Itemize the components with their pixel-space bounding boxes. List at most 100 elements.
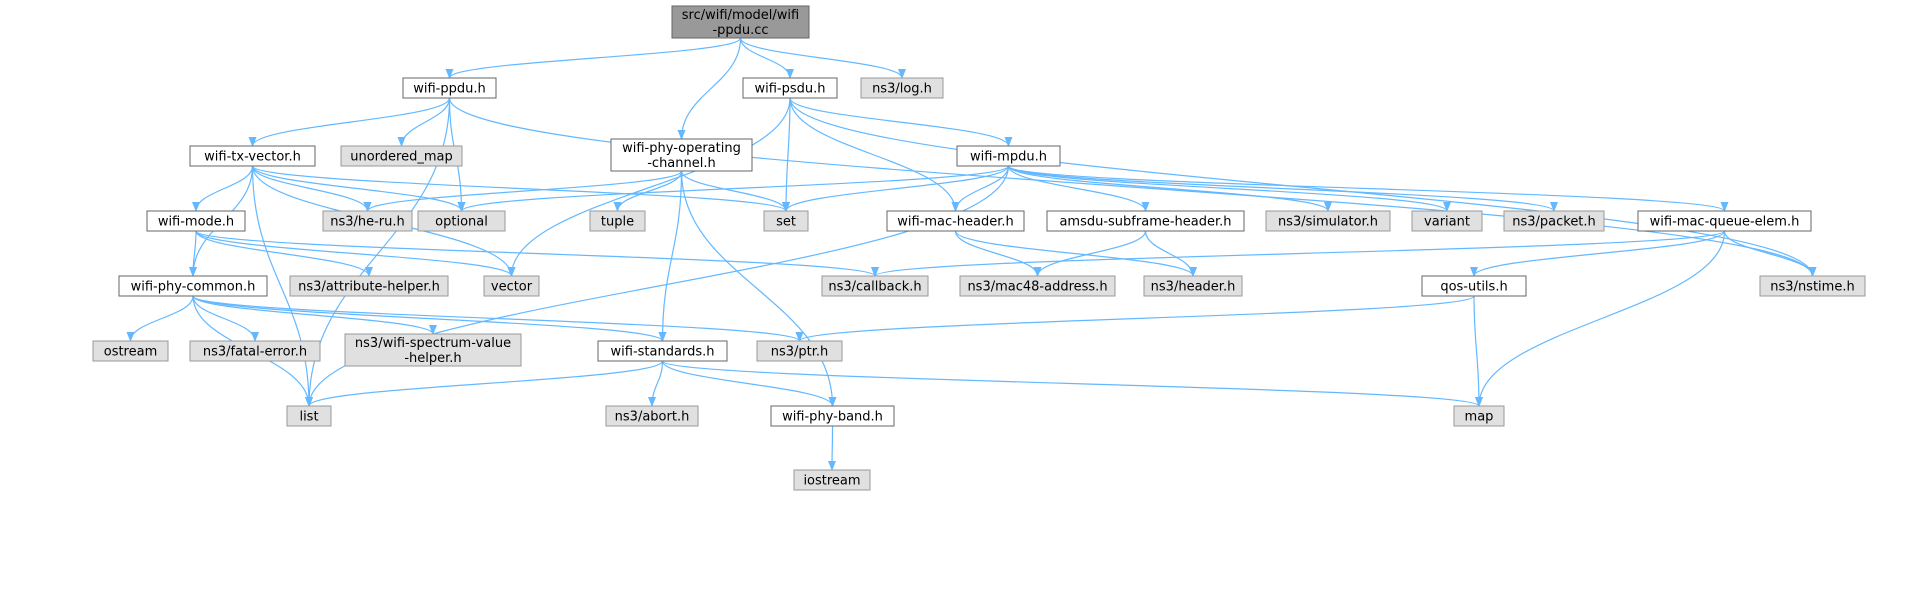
node-ns3-ptr-h: ns3/ptr.h bbox=[756, 340, 843, 362]
node-box bbox=[1759, 275, 1866, 297]
node-box bbox=[597, 340, 728, 362]
edge-wifi-phy-common-h-to-ostream bbox=[126, 295, 194, 342]
node-qos-utils-h[interactable]: qos-utils.h bbox=[1421, 275, 1527, 297]
edge-wifi-psdu-h-to-set bbox=[782, 97, 791, 212]
node-label: wifi-phy-band.h bbox=[782, 410, 883, 425]
edge-amsdu-subframe-header-h-to-ns3-header-h bbox=[1144, 230, 1197, 277]
node-box bbox=[1421, 275, 1527, 297]
node-amsdu-subframe-header-h[interactable]: amsdu-subframe-header.h bbox=[1046, 210, 1245, 232]
node-wifi-tx-vector-h[interactable]: wifi-tx-vector.h bbox=[189, 145, 316, 167]
edge-wifi-tx-vector-h-to-optional bbox=[251, 165, 466, 212]
node-ns3-header-h: ns3/header.h bbox=[1143, 275, 1243, 297]
node-label: map bbox=[1465, 410, 1494, 425]
node-ns3-fatal-error-h: ns3/fatal-error.h bbox=[189, 340, 321, 362]
edge-wifi-tx-vector-h-to-ns3-he-ru-h bbox=[251, 165, 372, 212]
edge-wifi-mode-h-to-wifi-phy-common-h bbox=[189, 230, 198, 277]
node-label: ns3/packet.h bbox=[1512, 215, 1596, 230]
node-wifi-standards-h[interactable]: wifi-standards.h bbox=[597, 340, 728, 362]
edge-wifi-psdu-h-to-wifi-mac-header-h bbox=[789, 97, 960, 212]
node-ostream: ostream bbox=[92, 340, 169, 362]
node-map: map bbox=[1453, 405, 1505, 427]
node-label: variant bbox=[1424, 215, 1470, 230]
edge-wifi-ppdu-h-to-wifi-tx-vector-h bbox=[248, 97, 451, 147]
edge-wifi-ppdu-h-to-unordered-map bbox=[397, 97, 451, 147]
node-box bbox=[610, 138, 753, 172]
node-label: ns3/abort.h bbox=[615, 410, 690, 425]
node-box bbox=[742, 77, 838, 99]
node-box bbox=[1265, 210, 1391, 232]
node-wifi-phy-common-h[interactable]: wifi-phy-common.h bbox=[118, 275, 268, 297]
node-label: tuple bbox=[601, 215, 634, 230]
node-box bbox=[289, 275, 449, 297]
node-wifi-mac-header-h[interactable]: wifi-mac-header.h bbox=[886, 210, 1025, 232]
edge-wifi-mac-queue-elem-h-to-ns3-nstime-h bbox=[1723, 230, 1817, 277]
edge-wifi-phy-operating-channel-h-to-wifi-phy-band-h bbox=[680, 170, 837, 407]
node-iostream: iostream bbox=[793, 469, 871, 491]
node-label: list bbox=[299, 410, 318, 425]
edge-wifi-phy-band-h-to-iostream bbox=[828, 425, 837, 471]
edge-wifi-mpdu-h-to-set bbox=[782, 165, 1010, 212]
node-box bbox=[118, 275, 268, 297]
node-ns3-packet-h: ns3/packet.h bbox=[1503, 210, 1605, 232]
node-wifi-ppdu-h[interactable]: wifi-ppdu.h bbox=[402, 77, 497, 99]
node-wifi-phy-band-h[interactable]: wifi-phy-band.h bbox=[770, 405, 895, 427]
node-label: -helper.h bbox=[404, 351, 461, 366]
node-box bbox=[1637, 210, 1812, 232]
node-label: -ppdu.cc bbox=[712, 23, 768, 38]
edge-wifi-mpdu-h-to-amsdu-subframe-header-h bbox=[1007, 165, 1150, 212]
node-ns3-attribute-helper-h: ns3/attribute-helper.h bbox=[289, 275, 449, 297]
edge-wifi-mac-queue-elem-h-to-ns3-callback-h bbox=[871, 230, 1726, 277]
edge-wifi-psdu-h-to-wifi-mpdu-h bbox=[789, 97, 1013, 147]
node-ns3-mac48-address-h: ns3/mac48-address.h bbox=[959, 275, 1116, 297]
node-box bbox=[756, 340, 843, 362]
node-box bbox=[1143, 275, 1243, 297]
node-box bbox=[770, 405, 895, 427]
node-label: ns3/attribute-helper.h bbox=[298, 280, 440, 295]
node-label: ns3/mac48-address.h bbox=[967, 280, 1107, 295]
node-box bbox=[189, 340, 321, 362]
node-box bbox=[1411, 210, 1483, 232]
node-ns3-log-h: ns3/log.h bbox=[860, 77, 944, 99]
node-label: ns3/header.h bbox=[1151, 280, 1236, 295]
node-wifi-psdu-h[interactable]: wifi-psdu.h bbox=[742, 77, 838, 99]
node-list: list bbox=[286, 405, 332, 427]
edge-root-to-wifi-psdu-h bbox=[739, 37, 794, 79]
edge-wifi-standards-h-to-map bbox=[661, 360, 1483, 407]
node-box bbox=[146, 210, 246, 232]
node-box bbox=[886, 210, 1025, 232]
node-label: qos-utils.h bbox=[1440, 280, 1507, 295]
edge-wifi-mac-queue-elem-h-to-map bbox=[1475, 230, 1726, 407]
edge-wifi-mpdu-h-to-wifi-mac-queue-elem-h bbox=[1007, 165, 1729, 212]
node-label: -channel.h bbox=[647, 156, 716, 171]
edge-wifi-mac-header-h-to-ns3-header-h bbox=[954, 230, 1197, 277]
edge-wifi-mac-header-h-to-ns3-mac48-address-h bbox=[954, 230, 1042, 277]
node-box bbox=[821, 275, 929, 297]
node-box bbox=[322, 210, 413, 232]
node-box bbox=[417, 210, 506, 232]
node-root[interactable]: src/wifi/model/wifi-ppdu.cc bbox=[671, 5, 810, 39]
edge-root-to-wifi-phy-operating-channel-h bbox=[677, 37, 742, 140]
node-box bbox=[286, 405, 332, 427]
node-label: wifi-mac-header.h bbox=[897, 215, 1014, 230]
node-wifi-mpdu-h[interactable]: wifi-mpdu.h bbox=[956, 145, 1061, 167]
node-tuple: tuple bbox=[589, 210, 646, 232]
node-box bbox=[605, 405, 699, 427]
edge-wifi-mode-h-to-ns3-attribute-helper-h bbox=[195, 230, 373, 277]
edge-wifi-mpdu-h-to-optional bbox=[457, 165, 1010, 212]
node-set: set bbox=[763, 210, 809, 232]
edge-root-to-ns3-log-h bbox=[739, 37, 906, 79]
node-label: wifi-ppdu.h bbox=[413, 82, 486, 97]
edge-wifi-phy-common-h-to-ns3-fatal-error-h bbox=[192, 295, 259, 342]
edge-qos-utils-h-to-ns3-ptr-h bbox=[795, 295, 1475, 342]
node-variant: variant bbox=[1411, 210, 1483, 232]
node-wifi-mode-h[interactable]: wifi-mode.h bbox=[146, 210, 246, 232]
node-label: iostream bbox=[803, 474, 860, 489]
node-box bbox=[763, 210, 809, 232]
node-wifi-mac-queue-elem-h[interactable]: wifi-mac-queue-elem.h bbox=[1637, 210, 1812, 232]
node-wifi-phy-operating-channel-h[interactable]: wifi-phy-operating-channel.h bbox=[610, 138, 753, 172]
node-box bbox=[959, 275, 1116, 297]
node-label: wifi-psdu.h bbox=[754, 82, 825, 97]
edge-wifi-tx-vector-h-to-wifi-mode-h bbox=[192, 165, 254, 212]
edge-wifi-tx-vector-h-to-set bbox=[251, 165, 790, 212]
